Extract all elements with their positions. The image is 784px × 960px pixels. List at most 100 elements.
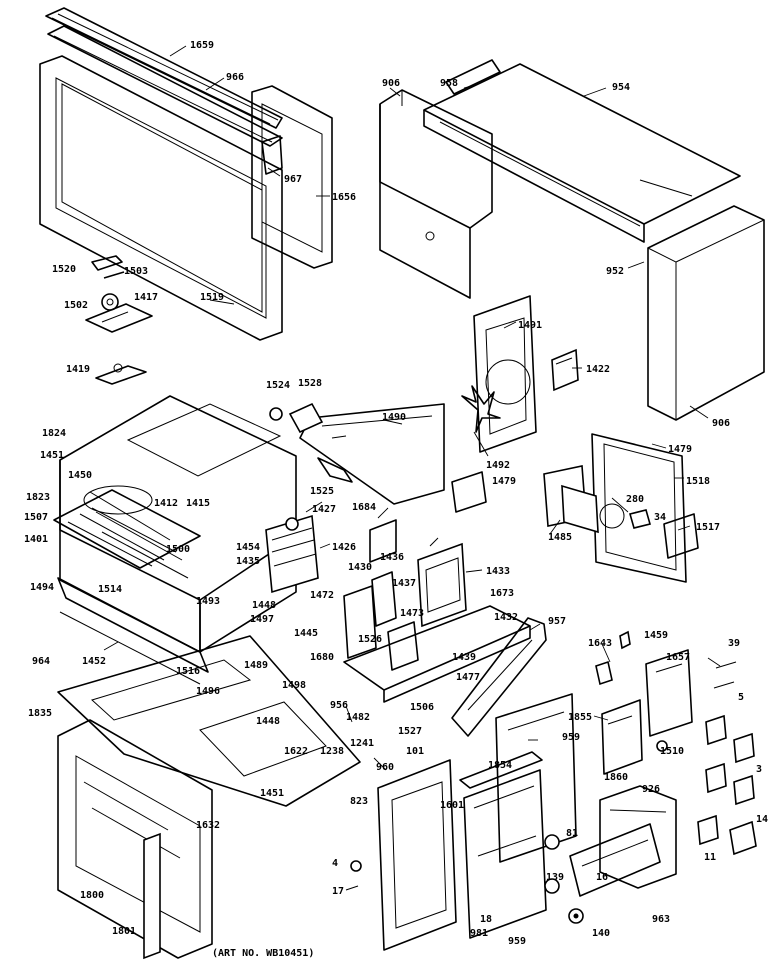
part-label: 1801 xyxy=(112,926,136,937)
part-label: 1241 xyxy=(350,738,374,749)
part-label: 954 xyxy=(612,82,630,93)
part-label: 1427 xyxy=(312,504,336,515)
case-side-right xyxy=(647,205,765,421)
part-label: 906 xyxy=(382,78,400,89)
part-label: 1527 xyxy=(398,726,422,737)
hv-capacitor xyxy=(269,402,324,434)
part-label: 1450 xyxy=(68,470,92,481)
part-label: 1401 xyxy=(24,534,48,545)
control-bracket-right xyxy=(591,433,687,583)
part-label: 1632 xyxy=(196,820,220,831)
art-number: (ART NO. WB10451) xyxy=(212,948,314,959)
part-label: 1412 xyxy=(154,498,178,509)
control-panel-frame xyxy=(599,785,677,889)
part-label: 1496 xyxy=(196,686,220,697)
part-label: 18 xyxy=(480,914,492,925)
part-label: 1860 xyxy=(604,772,628,783)
part-label: 1238 xyxy=(320,746,344,757)
part-label: 963 xyxy=(652,914,670,925)
part-label: 959 xyxy=(562,732,580,743)
part-label: 1439 xyxy=(452,652,476,663)
filter-plate xyxy=(451,471,487,513)
cavity-shelf-rack xyxy=(53,489,201,569)
part-label: 1479 xyxy=(492,476,516,487)
base-plate xyxy=(343,605,531,703)
part-label: 1489 xyxy=(244,660,268,671)
right-support-rail xyxy=(451,617,547,737)
part-label: 1493 xyxy=(196,596,220,607)
part-label: 1673 xyxy=(490,588,514,599)
control-circuit-board xyxy=(601,699,643,775)
part-label: 906 xyxy=(712,418,730,429)
part-label: 1482 xyxy=(346,712,370,723)
leader-lines xyxy=(103,45,721,771)
door-handle xyxy=(143,832,161,960)
part-label: 1855 xyxy=(568,712,592,723)
door-choke-strip xyxy=(47,25,283,175)
part-label: 1823 xyxy=(26,492,50,503)
part-label: 956 xyxy=(330,700,348,711)
fan-motor-bracket xyxy=(299,403,445,505)
control-panel-insert xyxy=(463,769,547,939)
part-label: 967 xyxy=(284,174,302,185)
part-label: 1519 xyxy=(200,292,224,303)
part-label: 280 xyxy=(626,494,644,505)
part-label: 1432 xyxy=(494,612,518,623)
door-inner-frame xyxy=(39,55,283,341)
indicator-lamp xyxy=(629,509,651,529)
knob-dials xyxy=(544,834,584,924)
part-label: 1452 xyxy=(82,656,106,667)
part-label: 34 xyxy=(654,512,666,523)
part-label: 1490 xyxy=(382,412,406,423)
part-label: 823 xyxy=(350,796,368,807)
part-label: 16 xyxy=(596,872,608,883)
part-label: 1526 xyxy=(358,634,382,645)
part-label: 1506 xyxy=(410,702,434,713)
control-panel-trim xyxy=(459,751,543,789)
part-label: 952 xyxy=(606,266,624,277)
latch-bracket-parts xyxy=(85,255,153,385)
part-label: 1525 xyxy=(310,486,334,497)
part-label: 1433 xyxy=(486,566,510,577)
part-label: 5 xyxy=(738,692,744,703)
part-label: 1419 xyxy=(66,364,90,375)
part-label: 1601 xyxy=(440,800,464,811)
relay-units xyxy=(697,714,757,856)
part-label: 1498 xyxy=(282,680,306,691)
part-label: 1497 xyxy=(250,614,274,625)
part-label: 1445 xyxy=(294,628,318,639)
part-label: 926 xyxy=(642,784,660,795)
part-label: 1659 xyxy=(190,40,214,51)
part-label: 1514 xyxy=(98,584,122,595)
part-label: 1800 xyxy=(80,890,104,901)
part-label: 1451 xyxy=(260,788,284,799)
touch-pad-assembly xyxy=(569,823,661,897)
bottom-plate xyxy=(57,635,361,807)
part-label: 1437 xyxy=(392,578,416,589)
part-label: 1528 xyxy=(298,378,322,389)
part-label: 1426 xyxy=(332,542,356,553)
part-label: 1422 xyxy=(586,364,610,375)
part-label: 1479 xyxy=(668,444,692,455)
part-label: 139 xyxy=(546,872,564,883)
part-label: 14 xyxy=(756,814,768,825)
front-plate xyxy=(57,577,209,685)
part-label: 101 xyxy=(406,746,424,757)
waveguide-cover xyxy=(369,519,397,563)
part-label: 1494 xyxy=(30,582,54,593)
part-label: 1459 xyxy=(644,630,668,641)
part-label: 1516 xyxy=(176,666,200,677)
part-label: 1472 xyxy=(310,590,334,601)
part-label: 1503 xyxy=(124,266,148,277)
part-label: 1824 xyxy=(42,428,66,439)
part-label: 960 xyxy=(376,762,394,773)
part-label: 1656 xyxy=(332,192,356,203)
oven-door xyxy=(57,719,213,959)
part-label: 1507 xyxy=(24,512,48,523)
mounting-plate xyxy=(663,513,699,559)
part-label: 1518 xyxy=(686,476,710,487)
part-label: 1451 xyxy=(40,450,64,461)
part-label: 1657 xyxy=(666,652,690,663)
part-label: 1517 xyxy=(696,522,720,533)
part-label: 1454 xyxy=(236,542,260,553)
